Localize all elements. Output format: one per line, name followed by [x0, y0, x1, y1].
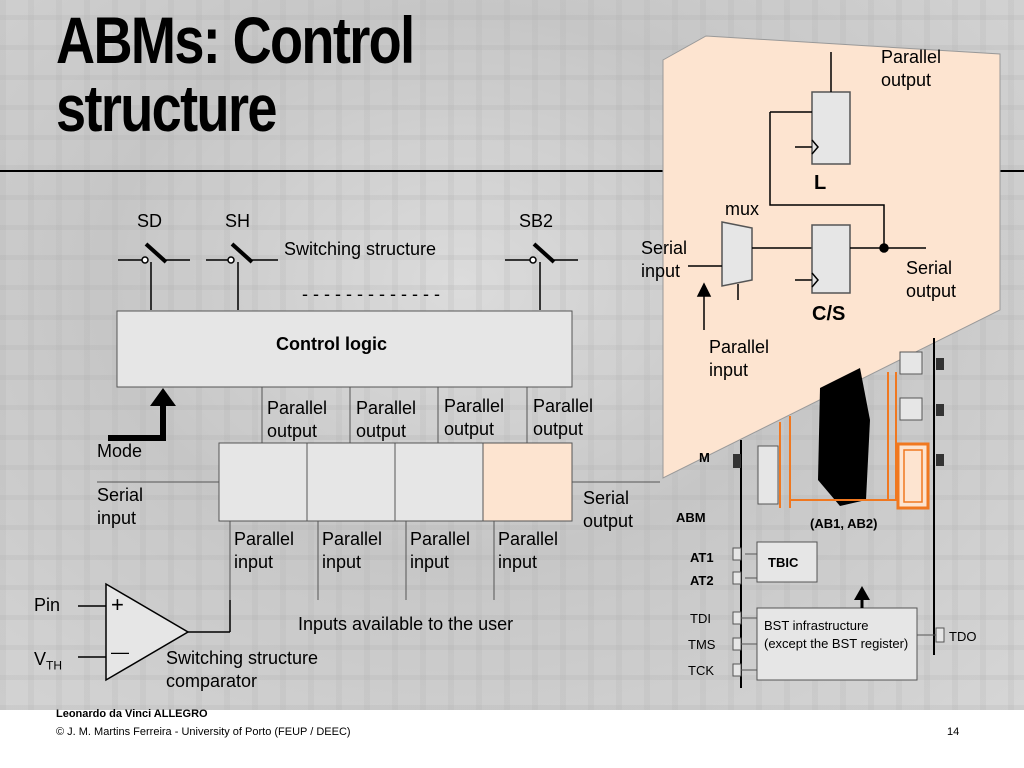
parallel-output-label-2: Parallel output: [356, 398, 417, 441]
dashed-line: - - - - - - - - - - - - -: [302, 284, 440, 304]
tms-label: TMS: [688, 637, 716, 652]
page-number: 14: [947, 726, 960, 738]
serial-output-label: Serial output: [583, 488, 634, 531]
chip-bst-area: [732, 338, 945, 688]
vth-subscript: TH: [46, 658, 63, 673]
inputs-available-label: Inputs available to the user: [298, 614, 514, 634]
switch-sh: [206, 242, 278, 310]
mode-label: Mode: [97, 441, 143, 461]
slide-title: ABMs: Control structure: [56, 3, 415, 145]
register-cell-4: [482, 442, 573, 522]
comparator-minus: —: [111, 642, 129, 662]
parallel-output-label-3: Parallel output: [444, 396, 505, 439]
footer-author: Leonardo da Vinci ALLEGRO: [56, 708, 208, 720]
footer-copyright: © J. M. Martins Ferreira - University of…: [56, 726, 351, 738]
parallel-input-label-2: Parallel input: [322, 529, 383, 572]
comparator: [78, 582, 231, 682]
mode-arrow: [108, 388, 176, 441]
tdi-label: TDI: [690, 611, 711, 626]
switch-sb2: [505, 242, 578, 310]
vth-text: V: [34, 649, 47, 669]
inset-parallel-input-label: Parallel input: [709, 337, 770, 380]
diagram-graphics: [78, 35, 1001, 688]
inset-serial-input-label: Serial input: [641, 238, 688, 281]
control-logic-box: [116, 310, 573, 388]
title-line-2: structure: [56, 71, 277, 145]
parallel-input-label-3: Parallel input: [410, 529, 471, 572]
pin-label: Pin: [34, 595, 61, 615]
inset-serial-output-label: Serial output: [906, 258, 957, 301]
parallel-output-label-4: Parallel output: [533, 396, 594, 439]
mux-label: mux: [725, 199, 760, 219]
parallel-output-label-1: Parallel output: [267, 398, 328, 441]
title-line-1: ABMs: Control: [56, 3, 415, 77]
control-to-register-lines: [261, 387, 528, 443]
at1-label: AT1: [690, 550, 714, 565]
ab-buses-label: (AB1, AB2): [810, 516, 878, 531]
register-cell-2: [306, 442, 396, 522]
inset-parallel-output-label: Parallel output: [881, 47, 942, 90]
bst-infrastructure-label: BST infrastructure (except the BST regis…: [764, 618, 909, 651]
sb2-label: SB2: [519, 211, 554, 231]
control-logic-label: Control logic: [276, 334, 387, 354]
at2-label: AT2: [690, 573, 714, 588]
tck-label: TCK: [688, 663, 714, 678]
switch-sd: [118, 242, 190, 310]
sd-label: SD: [137, 211, 163, 231]
sh-label: SH: [225, 211, 251, 231]
parallel-input-lines: [229, 521, 495, 600]
m-fragment-label: M: [699, 450, 710, 465]
register-cell-3: [394, 442, 484, 522]
latch-label: L: [814, 172, 827, 194]
cs-label: C/S: [812, 303, 846, 325]
abm-label: ABM: [676, 510, 706, 525]
inset-circuit: [688, 52, 926, 330]
switching-structure-label: Switching structure: [284, 239, 437, 259]
comparator-label: Switching structure comparator: [166, 648, 319, 691]
parallel-input-label-4: Parallel input: [498, 529, 559, 572]
serial-input-label: Serial input: [97, 485, 144, 528]
vth-label: VTH: [34, 648, 62, 677]
comparator-plus: +: [111, 592, 124, 617]
tdo-label: TDO: [949, 629, 977, 644]
tbic-label: TBIC: [768, 555, 799, 570]
title-rule: [0, 170, 1024, 172]
register-cell-1: [218, 442, 308, 522]
parallel-input-label-1: Parallel input: [234, 529, 295, 572]
